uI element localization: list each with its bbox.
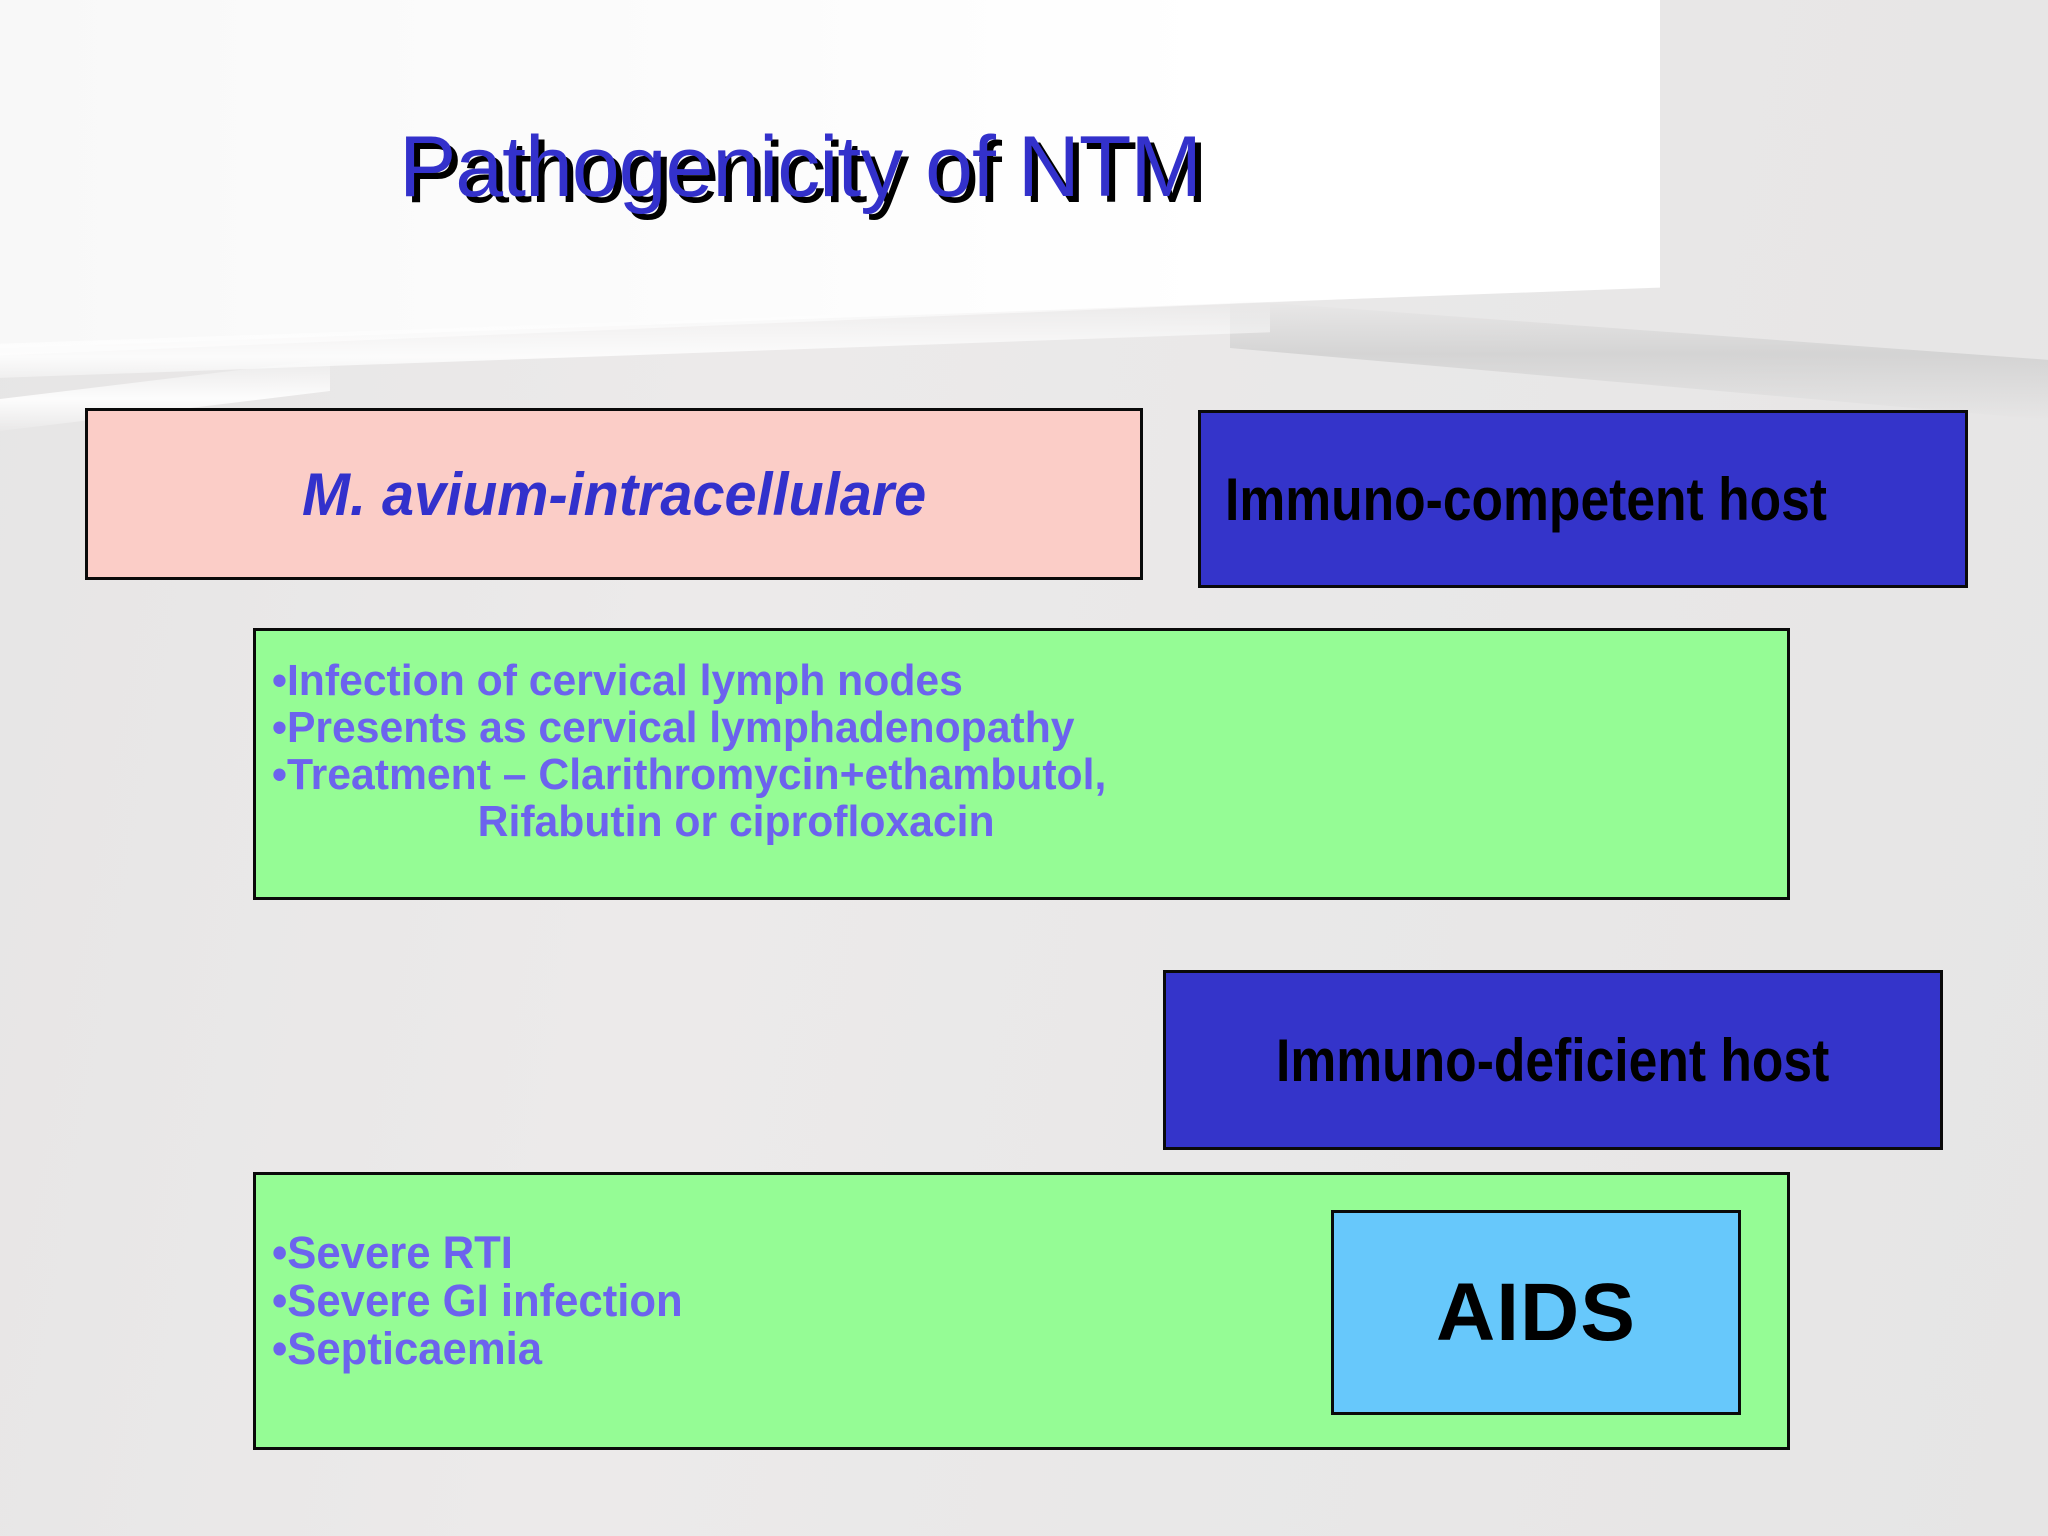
list-item: Rifabutin or ciprofloxacin (477, 797, 995, 847)
list-item: •Severe GI infection (272, 1275, 683, 1327)
list-item: •Treatment – Clarithromycin+ethambutol, (272, 750, 1107, 800)
aids-label: AIDS (1436, 1266, 1636, 1358)
slide-title: Pathogenicity of NTM (398, 119, 1202, 215)
list-item: •Septicaemia (272, 1323, 543, 1375)
immuno-deficient-host-box: Immuno-deficient host (1163, 970, 1943, 1150)
immuno-deficient-host-label: Immuno-deficient host (1276, 1026, 1830, 1094)
organism-label: M. avium-intracellulare (301, 460, 927, 528)
immuno-competent-host-label: Immuno-competent host (1225, 465, 1827, 533)
aids-box: AIDS (1331, 1210, 1741, 1415)
list-item: •Infection of cervical lymph nodes (272, 656, 963, 705)
list-item: •Severe RTI (272, 1227, 513, 1278)
background-white-panel-highlight (0, 0, 1660, 358)
competent-findings-box: •Infection of cervical lymph nodes •Pres… (253, 628, 1790, 900)
list-item: •Presents as cervical lymphadenopathy (272, 703, 1075, 753)
organism-box: M. avium-intracellulare (85, 408, 1143, 580)
immuno-competent-host-box: Immuno-competent host (1198, 410, 1968, 588)
